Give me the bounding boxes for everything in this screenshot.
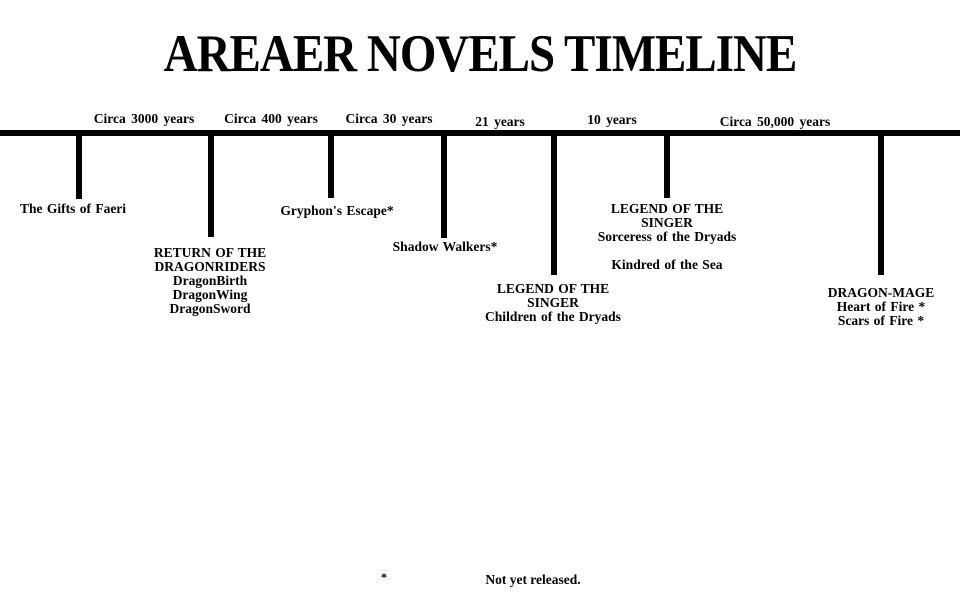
timeline-tick [878,130,884,275]
book-entry: The Gifts of Faeri [20,202,126,216]
book-line: Scars of Fire * [837,313,925,328]
book-entry: RETURN OF THE DRAGONRIDERS DragonBirth D… [154,246,266,316]
book-line: SINGER [527,295,579,310]
book-line: Kindred of the Sea [611,257,723,272]
timeline-tick [328,130,334,198]
book-entry: Shadow Walkers* [393,240,498,254]
interval-label: Circa 3000 years [93,111,195,126]
book-entry: LEGEND OF THE SINGER Children of the Dry… [485,282,621,324]
timeline-tick [664,130,670,198]
interval-label: 21 years [475,114,525,129]
timeline-axis [0,130,960,136]
book-line: DragonBirth [172,273,248,288]
timeline-tick [76,130,82,199]
book-line: SINGER [641,215,693,230]
footnote-text: Not yet released. [485,572,581,587]
page-title: AREAER NOVELS TIMELINE [163,25,798,84]
book-line: RETURN OF THE [153,245,267,260]
book-line: DragonWing [172,287,248,302]
footnote-asterisk: * [381,570,387,584]
timeline-tick [551,130,557,275]
book-line: Shadow Walkers* [392,239,498,254]
timeline-tick [441,130,447,238]
book-entry: Gryphon's Escape* [280,204,393,218]
interval-label: 10 years [587,112,637,127]
book-line: Gryphon's Escape* [280,203,394,218]
book-line: Children of the Dryads [485,309,621,324]
interval-label: Circa 400 years [224,111,318,126]
timeline-tick [208,130,214,237]
book-line: LEGEND OF THE [610,201,724,216]
book-entry: DRAGON-MAGE Heart of Fire * Scars of Fir… [828,286,935,328]
book-entry: LEGEND OF THE SINGER Sorceress of the Dr… [598,202,737,272]
interval-label: Circa 50,000 years [719,114,831,129]
interval-label: Circa 30 years [345,111,433,126]
book-line: DragonSword [169,301,251,316]
book-line: The Gifts of Faeri [19,201,127,216]
book-line: LEGEND OF THE [496,281,610,296]
book-line: DRAGON-MAGE [827,285,935,300]
book-line: Heart of Fire * [836,299,926,314]
book-line: Sorceress of the Dryads [597,229,737,244]
book-line: DRAGONRIDERS [154,259,266,274]
book-line-gap [598,244,737,258]
